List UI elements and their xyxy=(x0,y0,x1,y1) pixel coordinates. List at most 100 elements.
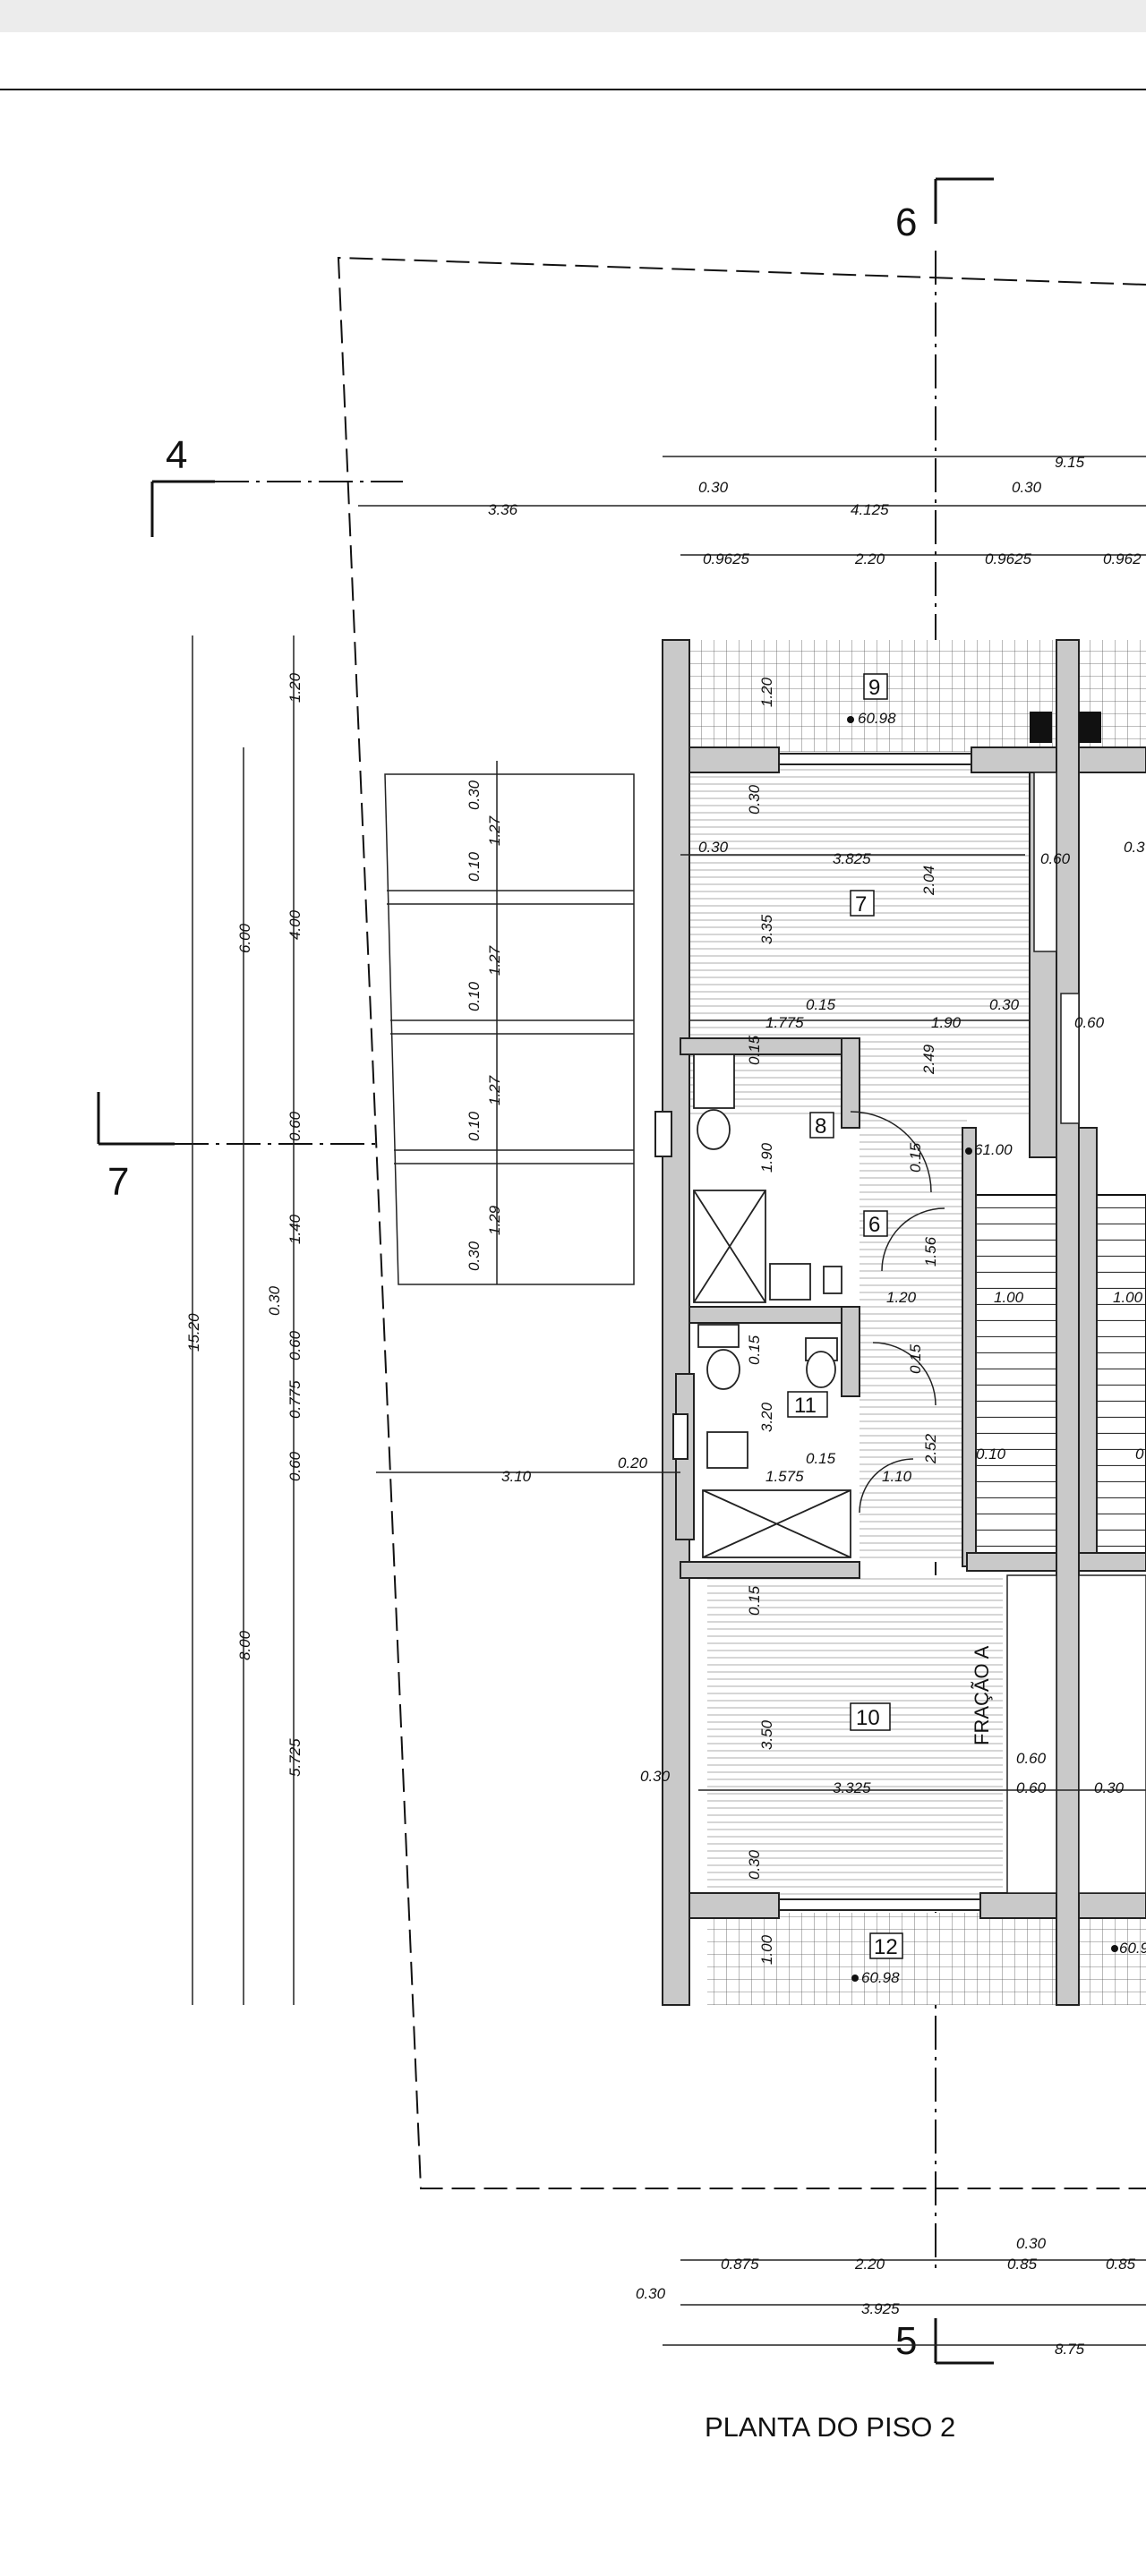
dim-room10: 3.50 xyxy=(758,1719,775,1750)
dim-bath: 0.15 xyxy=(746,1335,763,1365)
dim-mid: 1.775 xyxy=(765,1014,804,1031)
dim-bottom: 0.30 xyxy=(1016,2235,1047,2252)
dim-top: 2.20 xyxy=(854,550,885,567)
dim-bottom: 0.875 xyxy=(721,2256,759,2273)
dim-side: 0.20 xyxy=(618,1454,648,1471)
hall-floor xyxy=(860,1114,967,1562)
dim-left: 0.775 xyxy=(286,1380,304,1419)
dim-bottom: 0.85 xyxy=(1106,2256,1136,2273)
windows xyxy=(654,753,981,1911)
walls xyxy=(662,639,1146,2006)
dim-left: 0.30 xyxy=(266,1285,283,1316)
dim-top: 0.962 xyxy=(1103,550,1142,567)
dim-bottom: 3.925 xyxy=(861,2300,900,2317)
dim-mid: 0.15 xyxy=(806,996,836,1013)
dim-room10: 0.30 xyxy=(640,1768,671,1785)
door-swings xyxy=(850,1111,945,1514)
dim-mid: 1.90 xyxy=(931,1014,962,1031)
dim-room7: 0.30 xyxy=(746,784,763,815)
dim-top: 0.9625 xyxy=(703,550,750,567)
dim-balcony: 0.30 xyxy=(466,1241,483,1271)
dim-room10: 0.30 xyxy=(1094,1779,1125,1796)
dim-balcony: 0.10 xyxy=(466,851,483,882)
dim-room7: 2.04 xyxy=(920,866,937,896)
dim-room7: 0.3 xyxy=(1124,839,1145,856)
plot-boundary xyxy=(337,256,1146,2189)
room-label-7: 7 xyxy=(855,892,867,917)
dim-mid: 0.30 xyxy=(989,996,1020,1013)
dim-balcony: 0.30 xyxy=(466,780,483,810)
dim-left: 1.40 xyxy=(286,1214,304,1244)
level-9: 60.98 xyxy=(858,710,896,727)
dim-bath: 1.00 xyxy=(1113,1289,1143,1306)
dim-top-total: 9.15 xyxy=(1055,454,1085,471)
dim-top: 4.125 xyxy=(851,501,889,518)
dim-bath: 1.10 xyxy=(882,1468,912,1485)
level-hall: 61.00 xyxy=(974,1141,1013,1158)
room-label-6: 6 xyxy=(868,1213,880,1237)
room-label-12: 12 xyxy=(874,1935,898,1959)
dim-balcony: 1.27 xyxy=(486,815,503,846)
dim-top: 3.36 xyxy=(488,501,518,518)
dim-top: 0.30 xyxy=(698,479,729,496)
dim-room10: 1.00 xyxy=(758,1934,775,1965)
dim-mid: 1.90 xyxy=(758,1142,775,1173)
dim-bath: 1.575 xyxy=(765,1468,804,1485)
dim-room10: 0.60 xyxy=(1016,1750,1047,1767)
dim-mid: 0.60 xyxy=(1074,1014,1105,1031)
dim-bath: 0.15 xyxy=(907,1343,924,1374)
dim-bottom: 0.85 xyxy=(1007,2256,1038,2273)
ducts xyxy=(1030,712,1101,743)
drawing-title: PLANTA DO PISO 2 xyxy=(705,2411,955,2443)
level-markers xyxy=(847,716,1118,1982)
dim-bottom-total: 8.75 xyxy=(1055,2341,1085,2358)
room-label-8: 8 xyxy=(815,1114,826,1139)
dim-left: 1.20 xyxy=(286,672,304,703)
dim-room7: 0.30 xyxy=(698,839,729,856)
dim-bath: 3.20 xyxy=(758,1402,775,1432)
dim-left: 5.725 xyxy=(286,1738,304,1777)
sanitary-fixtures xyxy=(693,1053,851,1558)
dim-balcony: 0.10 xyxy=(466,981,483,1011)
dim-left: 0.60 xyxy=(286,1451,304,1481)
viewer-divider xyxy=(0,89,1146,90)
dim-mid: 2.49 xyxy=(920,1044,937,1075)
dim-bath: 1.20 xyxy=(886,1289,917,1306)
dim-bath: 2.52 xyxy=(922,1433,939,1464)
section-mark-6: 6 xyxy=(895,200,917,244)
dim-bath: 1.56 xyxy=(922,1236,939,1267)
dim-room10: 0.30 xyxy=(746,1849,763,1880)
dim-bath: 0.15 xyxy=(806,1450,836,1467)
dim-room7: 1.20 xyxy=(758,677,775,707)
dim-balcony: 1.29 xyxy=(486,1205,503,1235)
section-mark-5: 5 xyxy=(895,2319,917,2363)
dim-room10: 0.60 xyxy=(1016,1779,1047,1796)
dim-room7: 3.825 xyxy=(833,850,871,867)
room-label-11: 11 xyxy=(794,1394,817,1418)
dim-bottom: 2.20 xyxy=(854,2256,885,2273)
dim-left: 0.60 xyxy=(286,1111,304,1141)
dim-balcony: 1.27 xyxy=(486,945,503,976)
dim-mid: 0.15 xyxy=(907,1142,924,1173)
dim-side: 3.10 xyxy=(501,1468,532,1485)
dim-top: 0.30 xyxy=(1012,479,1042,496)
section-mark-7: 7 xyxy=(107,1160,129,1204)
dim-left: 6.00 xyxy=(236,923,253,953)
room-10-floor xyxy=(707,1575,1003,1902)
dim-top: 0.9625 xyxy=(985,550,1032,567)
room-tags xyxy=(787,673,903,1959)
room-label-10: 10 xyxy=(856,1706,880,1730)
dim-balcony: 0.10 xyxy=(466,1111,483,1141)
fraction-label: FRAÇÃO A xyxy=(971,1645,993,1745)
dim-room10: 0.15 xyxy=(746,1585,763,1616)
dim-bottom: 0.30 xyxy=(636,2285,666,2302)
dim-bath: 1.00 xyxy=(994,1289,1024,1306)
dim-room7: 3.35 xyxy=(758,914,775,944)
dim-left-total: 15.20 xyxy=(185,1313,202,1352)
viewer-top-bar xyxy=(0,0,1146,32)
level-right: 60.98 xyxy=(1119,1940,1146,1957)
level-12: 60.98 xyxy=(861,1969,900,1986)
wardrobes xyxy=(1006,772,1146,1894)
dimension-lines xyxy=(192,456,1146,2346)
